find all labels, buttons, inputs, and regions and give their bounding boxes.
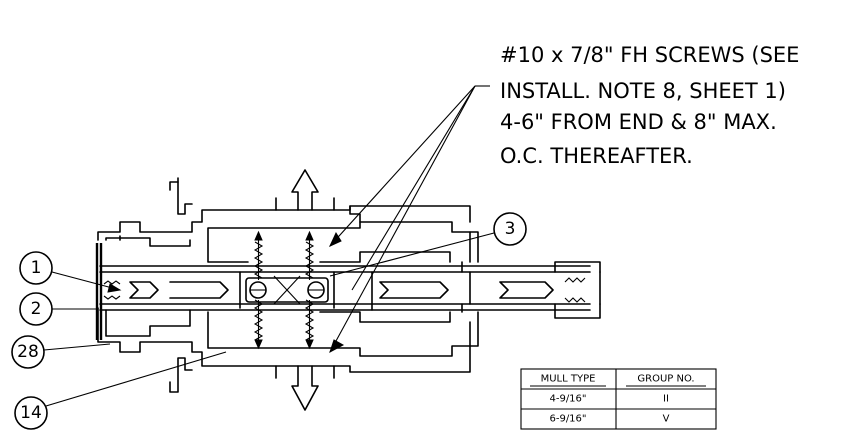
svg-text:1: 1: [31, 258, 42, 278]
balloon-1: 1: [19, 251, 122, 293]
top-frame-profile: [97, 169, 479, 263]
center-clip: [239, 271, 335, 309]
table-header-mull-type: MULL TYPE: [541, 374, 596, 385]
mullion-core: [99, 261, 601, 319]
balloon-3: 3: [329, 212, 527, 277]
screw-note: #10 x 7/8" FH SCREWS (SEE INSTALL. NOTE …: [500, 43, 799, 168]
table-cell: 4-9/16": [549, 394, 586, 405]
svg-text:2: 2: [31, 299, 42, 319]
left-gasket-strip: [95, 243, 103, 340]
balloon-14: 14: [14, 351, 227, 430]
mull-type-table: MULL TYPE GROUP NO. 4-9/16" II 6-9/16" V: [520, 368, 717, 430]
table-cell: II: [663, 394, 669, 405]
svg-text:28: 28: [17, 342, 39, 362]
bottom-frame-profile: [97, 307, 479, 411]
screws: [253, 230, 315, 350]
table-cell: 6-9/16": [549, 414, 586, 425]
note-line-1: #10 x 7/8" FH SCREWS (SEE: [500, 43, 799, 67]
note-line-4: O.C. THEREAFTER.: [500, 144, 693, 168]
note-leaders: [328, 85, 490, 354]
svg-text:3: 3: [505, 219, 516, 239]
note-line-2: INSTALL. NOTE 8, SHEET 1): [500, 79, 786, 103]
balloon-2: 2: [19, 292, 96, 326]
table-cell: V: [663, 414, 670, 425]
balloon-28: 28: [11, 335, 111, 369]
callout-balloons: 1 2 28 14 3: [11, 212, 527, 430]
svg-text:14: 14: [20, 403, 42, 423]
note-line-3: 4-6" FROM END & 8" MAX.: [500, 110, 777, 134]
table-header-group-no: GROUP NO.: [637, 374, 694, 385]
